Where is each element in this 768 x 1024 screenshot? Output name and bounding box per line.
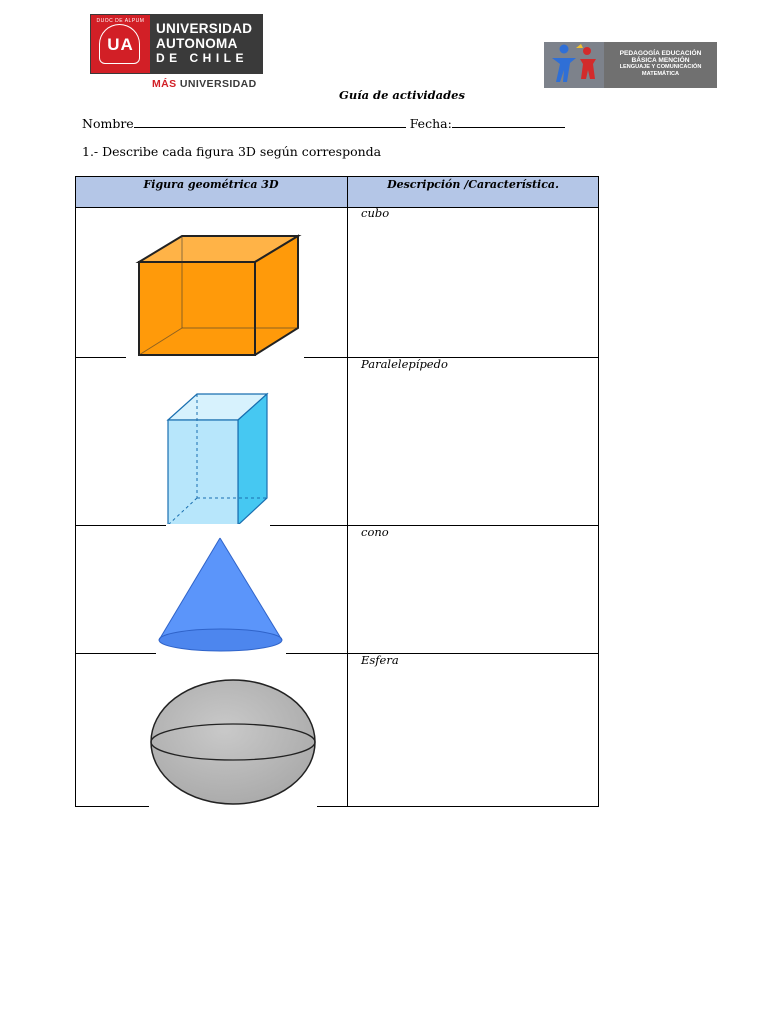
program-name: PEDAGOGÍA EDUCACIÓN BÁSICA MENCIÓN LENGU… [604,42,717,88]
prism-image-edge [166,524,270,527]
table-header-row: Figura geométrica 3D Descripción /Caract… [75,176,599,207]
table-border-bottom [75,806,599,807]
instruction-text: 1.- Describe cada figura 3D según corres… [82,144,382,159]
university-logo: DUOC DE ALPUM UA UNIVERSIDAD AUTONOMA DE… [90,14,263,92]
tagline-rest: UNIVERSIDAD [179,78,257,90]
cube-image-edge [126,356,304,359]
sphere-image-edge [149,805,317,808]
badge-arc-text: DUOC DE ALPUM [96,18,145,24]
cube-icon [126,232,304,366]
description-cone[interactable]: cono [361,525,389,539]
row-divider-2 [75,525,599,526]
date-label: Fecha: [409,116,452,131]
program-line-1: PEDAGOGÍA EDUCACIÓN [619,50,702,57]
table-border-top [75,176,599,177]
column-divider [347,176,348,807]
name-label: Nombre [82,116,134,131]
university-name-line-2: AUTONOMA [156,36,238,51]
program-line-4: MATEMÁTICA [641,71,680,77]
figures-table: Figura geométrica 3D Descripción /Caract… [75,176,599,808]
table-border-right [598,176,599,807]
university-tagline: MÁS UNIVERSIDAD [152,78,257,90]
cone-image-edge [156,652,286,655]
description-prism[interactable]: Paralelepípedo [361,357,448,371]
column-header-figure: Figura geométrica 3D [143,178,279,191]
header-divider [75,207,599,208]
program-line-3: LENGUAJE Y COMUNICACIÓN [619,64,702,70]
university-name: UNIVERSIDAD AUTONOMA DE CHILE [156,21,252,66]
rectangular-prism-icon [166,392,270,532]
name-field[interactable] [133,117,406,128]
student-info-line: Nombre Fecha: [82,116,565,131]
badge-letters: UA [107,35,134,54]
program-logo: PEDAGOGÍA EDUCACIÓN BÁSICA MENCIÓN LENGU… [544,42,717,88]
tagline-accent: MÁS [152,78,177,90]
date-field[interactable] [451,117,565,128]
table-border-left [75,176,76,807]
program-line-2: BÁSICA MENCIÓN [631,57,690,64]
column-header-description: Descripción /Característica. [387,178,559,191]
university-name-line-3: DE CHILE [156,51,249,65]
row-divider-3 [75,653,599,654]
university-name-line-1: UNIVERSIDAD [156,21,253,36]
ua-badge: DUOC DE ALPUM UA [91,15,150,73]
page-title: Guía de actividades [339,88,465,102]
row-divider-1 [75,357,599,358]
education-figures-icon [544,42,604,88]
cone-icon [156,536,286,658]
sphere-icon [149,676,317,812]
badge-ring [99,24,140,64]
description-sphere[interactable]: Esfera [361,653,399,667]
description-cube[interactable]: cubo [361,206,390,220]
